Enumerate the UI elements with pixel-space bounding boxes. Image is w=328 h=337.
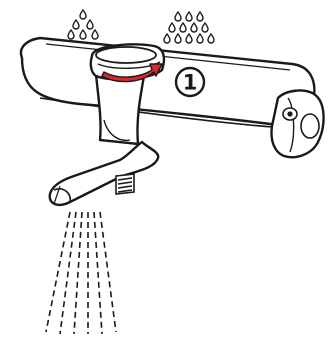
- bath-spout: [50, 142, 158, 205]
- step-number: 1: [183, 71, 198, 95]
- water-drops-large-icon: [164, 12, 214, 43]
- spout-outlet-thread: [116, 174, 134, 194]
- step-badge: 1: [176, 68, 204, 96]
- mixer-body: [21, 38, 314, 128]
- water-stream: [46, 212, 116, 334]
- water-drops-small-icon: [68, 10, 98, 39]
- diverter-knob: [91, 44, 164, 79]
- thermostat-handle: [272, 91, 324, 158]
- diverter-column: [96, 74, 144, 144]
